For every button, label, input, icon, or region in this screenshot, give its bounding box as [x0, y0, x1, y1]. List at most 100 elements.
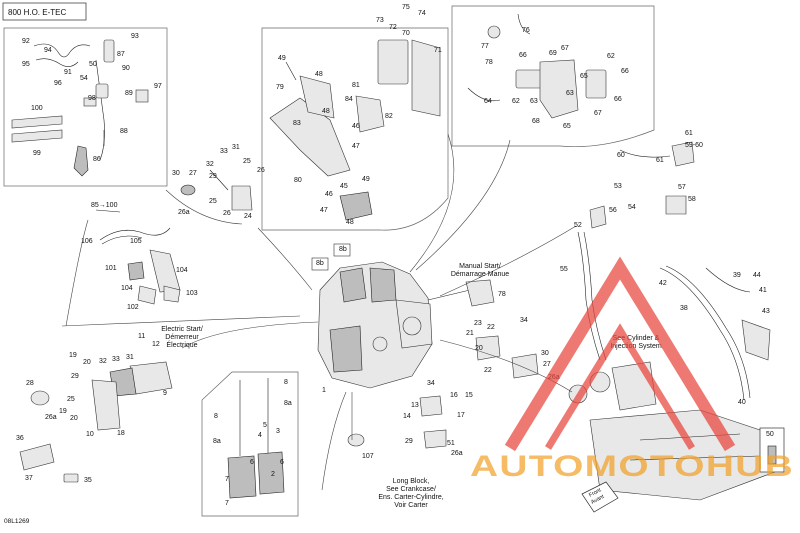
part-label-p34a: 34: [520, 317, 528, 324]
part-label-p79: 79: [276, 84, 284, 91]
part-label-p103: 103: [186, 290, 198, 297]
caption-cylinder-injection: See Cylinder & Injection System: [610, 335, 662, 350]
part-label-p25b: 25: [209, 198, 217, 205]
part-label-p76: 76: [522, 27, 530, 34]
part-label-p47a: 47: [352, 143, 360, 150]
part-label-p98: 98: [88, 95, 96, 102]
part-label-p52: 52: [574, 222, 582, 229]
part-label-p18: 18: [117, 430, 125, 437]
part-label-p95: 95: [22, 61, 30, 68]
part-label-p66b: 66: [621, 68, 629, 75]
part-label-p62: 62: [607, 53, 615, 60]
part-label-p63: 63: [566, 90, 574, 97]
part-label-p10: 10: [86, 431, 94, 438]
part-label-p49a: 49: [278, 55, 286, 62]
part-label-p75: 75: [402, 4, 410, 11]
part-label-p36: 36: [16, 435, 24, 442]
part-label-p11: 11: [138, 333, 145, 340]
part-label-p37: 37: [25, 475, 33, 482]
engine-long-block: [317, 261, 495, 389]
part-label-p65b: 65: [563, 123, 571, 130]
svg-text:Injection System: Injection System: [610, 343, 662, 350]
part-label-p4: 4: [258, 432, 262, 439]
part-label-p30b: 30: [541, 350, 549, 357]
part-label-p31a: 31: [232, 144, 240, 151]
part-label-p48b: 48: [322, 108, 330, 115]
part-label-p60: 60: [617, 152, 625, 159]
part-label-p89: 89: [125, 90, 133, 97]
part-label-p56: 56: [609, 207, 617, 214]
svg-text:See Crankcase/: See Crankcase/: [386, 486, 436, 493]
svg-text:Démerreur: Démerreur: [165, 334, 199, 341]
watermark-logo: AUTOMOTOHUB: [470, 256, 794, 483]
part-label-p102: 102: [127, 304, 139, 311]
bracket-22: [475, 335, 539, 379]
part-label-p70: 70: [402, 30, 410, 37]
part-label-p29a: 29: [209, 173, 217, 180]
part-label-p105: 105: [130, 238, 142, 245]
part-label-p104a: 104: [176, 267, 188, 274]
inset-box-electronics: [451, 5, 655, 147]
part-label-p67b: 67: [594, 110, 602, 117]
part-label-p41: 41: [759, 287, 767, 294]
bracket-14: [347, 395, 447, 449]
inset-box-fuel-lines: [3, 27, 168, 187]
part-label-p46a: 46: [352, 123, 360, 130]
part-label-p14: 14: [403, 413, 411, 420]
part-label-p23: 23: [474, 320, 482, 327]
part-label-p63b: 63: [530, 98, 538, 105]
part-label-p99: 99: [33, 150, 41, 157]
part-label-p32a: 32: [206, 161, 214, 168]
bracket-cluster-26: [180, 169, 253, 211]
part-label-p20a: 20: [475, 345, 483, 352]
watermark-brand: AUTOMOTOHUB: [470, 450, 794, 483]
part-label-p83: 83: [293, 120, 301, 127]
inset-box-ignition-coils: [201, 371, 299, 517]
part-label-p26a_a: 26a: [178, 209, 190, 216]
part-label-p38: 38: [680, 305, 688, 312]
part-label-p69: 69: [549, 50, 557, 57]
part-label-p33a: 33: [220, 148, 228, 155]
part-label-p26b: 26: [223, 210, 231, 217]
part-label-p107: 107: [362, 453, 374, 460]
part-label-p32b: 32: [99, 358, 107, 365]
part-label-p42: 42: [659, 280, 667, 287]
exhaust-pipes-right: [568, 141, 781, 501]
caption-manual-start: Manual Start/ Démarrage Manue: [451, 263, 509, 278]
part-label-p27b: 27: [543, 361, 551, 368]
part-label-p22b: 22: [484, 367, 492, 374]
diagram-code: 08L1269: [4, 518, 30, 525]
inset-box-brackets: [261, 27, 449, 231]
part-label-p34b: 34: [427, 380, 435, 387]
part-label-p29c: 29: [405, 438, 413, 445]
part-label-p7a: 7: [225, 476, 229, 483]
part-label-p86: 86: [93, 156, 101, 163]
svg-text:Front: Front: [588, 487, 603, 499]
part-label-p13: 13: [411, 402, 419, 409]
part-label-p73: 73: [376, 17, 384, 24]
part-label-p81: 81: [352, 82, 360, 89]
part-label-p61: 61: [685, 130, 693, 137]
part-label-p106: 106: [81, 238, 93, 245]
part-label-p96: 96: [54, 80, 62, 87]
part-number-labels: 9294959196938750905489971009888998685→10…: [16, 4, 774, 507]
part-label-p67a: 67: [561, 45, 569, 52]
part-label-p78a: 78: [485, 59, 493, 66]
part-label-p47b: 47: [320, 207, 328, 214]
part-label-p58: 58: [688, 196, 696, 203]
caption-long-block: Long Block, See Crankcase/ Ens. Carter-C…: [378, 478, 443, 509]
part-label-p45: 45: [340, 183, 348, 190]
part-label-p25a: 25: [243, 158, 251, 165]
part-label-p71: 71: [434, 47, 442, 54]
part-label-p50: 50: [89, 61, 97, 68]
part-label-p12: 12: [152, 341, 160, 348]
part-label-p48a: 48: [315, 71, 323, 78]
electric-starter: [19, 361, 173, 483]
part-label-p85_100: 85→100: [91, 202, 118, 209]
svg-text:Ens. Carter-Cylindre,: Ens. Carter-Cylindre,: [378, 494, 443, 501]
part-label-p26a: 26: [257, 167, 265, 174]
svg-text:Voir Carter: Voir Carter: [394, 502, 428, 509]
part-label-p54: 54: [80, 75, 88, 82]
part-label-p22a: 22: [487, 324, 495, 331]
